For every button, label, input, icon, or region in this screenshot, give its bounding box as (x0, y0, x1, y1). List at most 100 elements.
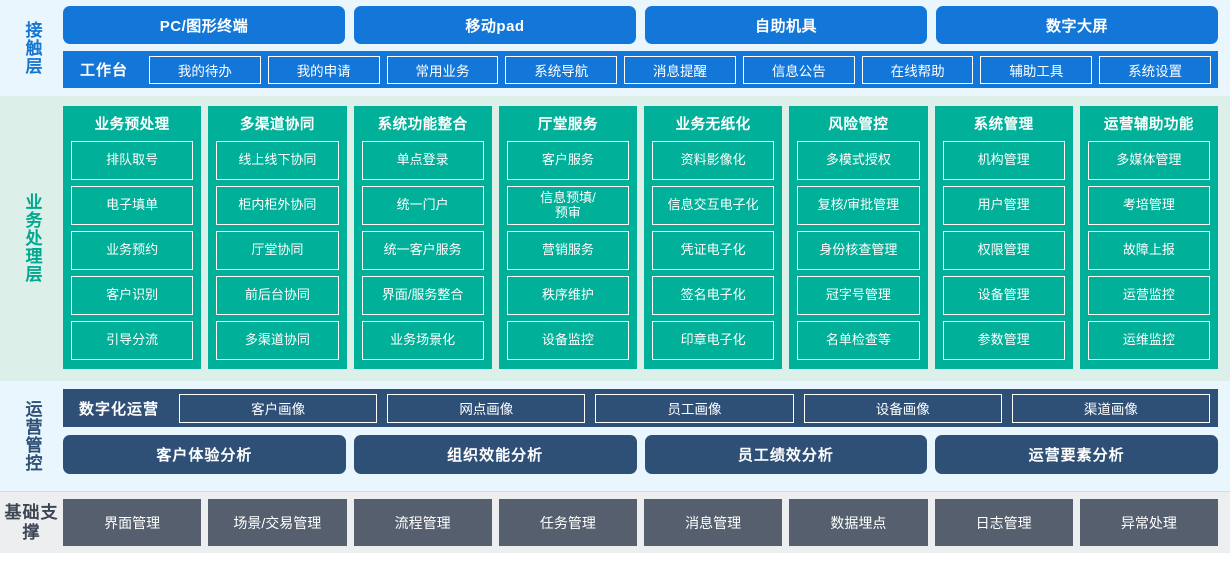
business-item[interactable]: 运营监控 (1087, 276, 1210, 315)
business-column-items: 单点登录 统一门户 统一客户服务 界面/服务整合 业务场景化 (361, 141, 484, 360)
foundation-layer-label: 基础支撑 (0, 499, 63, 546)
business-item[interactable]: 故障上报 (1087, 231, 1210, 270)
foundation-item-process-management[interactable]: 流程管理 (353, 499, 492, 546)
business-column-items: 排队取号 电子填单 业务预约 客户识别 引导分流 (71, 141, 194, 360)
contact-layer: 接触层 PC/图形终端 移动pad 自助机具 数字大屏 工作台 我的待办 我的申… (0, 0, 1230, 96)
foundation-item-message-management[interactable]: 消息管理 (644, 499, 783, 546)
contact-layer-body: PC/图形终端 移动pad 自助机具 数字大屏 工作台 我的待办 我的申请 常用… (63, 6, 1218, 90)
business-item[interactable]: 复核/审批管理 (797, 186, 920, 225)
digital-operations-row: 数字化运营 客户画像 网点画像 员工画像 设备画像 渠道画像 (63, 389, 1218, 427)
business-item[interactable]: 设备监控 (506, 321, 629, 360)
workbench-item-aux-tools[interactable]: 辅助工具 (980, 55, 1093, 84)
channel-tab-pc[interactable]: PC/图形终端 (63, 6, 345, 44)
business-item[interactable]: 信息预填/ 预审 (506, 186, 629, 225)
channel-tab-digital-screen[interactable]: 数字大屏 (936, 6, 1218, 44)
workbench-item-my-application[interactable]: 我的申请 (267, 55, 380, 84)
operations-layer-body: 数字化运营 客户画像 网点画像 员工画像 设备画像 渠道画像 客户体验分析 组织… (63, 389, 1218, 482)
business-item[interactable]: 信息交互电子化 (652, 186, 775, 225)
business-item[interactable]: 引导分流 (71, 321, 194, 360)
business-column-title: 业务无纸化 (675, 117, 751, 133)
business-item[interactable]: 客户识别 (71, 276, 194, 315)
analysis-org-efficiency[interactable]: 组织效能分析 (353, 435, 637, 474)
business-item[interactable]: 凭证电子化 (652, 231, 775, 270)
channel-tab-mobile-pad[interactable]: 移动pad (354, 6, 636, 44)
business-column-title: 厅堂服务 (537, 117, 598, 133)
business-column-preprocess: 业务预处理 排队取号 电子填单 业务预约 客户识别 引导分流 (63, 106, 202, 369)
business-column-items: 机构管理 用户管理 权限管理 设备管理 参数管理 (942, 141, 1065, 360)
foundation-item-exception-handling[interactable]: 异常处理 (1079, 499, 1218, 546)
business-item[interactable]: 印章电子化 (652, 321, 775, 360)
operations-layer-label: 运营管控 (0, 389, 63, 482)
business-item[interactable]: 考培管理 (1087, 186, 1210, 225)
business-item[interactable]: 统一门户 (361, 186, 484, 225)
workbench-bar: 工作台 我的待办 我的申请 常用业务 系统导航 消息提醒 信息公告 在线帮助 辅… (63, 51, 1218, 88)
business-layer-body: 业务预处理 排队取号 电子填单 业务预约 客户识别 引导分流 多渠道协同 线上线… (63, 106, 1218, 369)
business-column-items: 多媒体管理 考培管理 故障上报 运营监控 运维监控 (1087, 141, 1210, 360)
business-column-items: 资料影像化 信息交互电子化 凭证电子化 签名电子化 印章电子化 (652, 141, 775, 360)
analysis-operation-elements[interactable]: 运营要素分析 (935, 435, 1218, 474)
workbench-item-announcement[interactable]: 信息公告 (742, 55, 855, 84)
business-column-lobby-service: 厅堂服务 客户服务 信息预填/ 预审 营销服务 秩序维护 设备监控 (498, 106, 637, 369)
business-item[interactable]: 身份核查管理 (797, 231, 920, 270)
business-item[interactable]: 参数管理 (942, 321, 1065, 360)
portrait-channel[interactable]: 渠道画像 (1011, 393, 1211, 423)
workbench-item-my-todo[interactable]: 我的待办 (149, 55, 261, 84)
portrait-device[interactable]: 设备画像 (803, 393, 1002, 423)
business-item[interactable]: 前后台协同 (216, 276, 339, 315)
business-layer: 业务处理层 业务预处理 排队取号 电子填单 业务预约 客户识别 引导分流 多渠道… (0, 96, 1230, 381)
analysis-customer-experience[interactable]: 客户体验分析 (63, 435, 346, 474)
analysis-employee-performance[interactable]: 员工绩效分析 (644, 435, 928, 474)
portrait-employee[interactable]: 员工画像 (595, 393, 794, 423)
business-column-title: 运营辅助功能 (1103, 117, 1194, 133)
foundation-item-log-management[interactable]: 日志管理 (934, 499, 1073, 546)
business-column-title: 系统功能整合 (377, 117, 468, 133)
foundation-item-task-management[interactable]: 任务管理 (498, 499, 637, 546)
portrait-branch[interactable]: 网点画像 (387, 393, 586, 423)
business-column-ops-support: 运营辅助功能 多媒体管理 考培管理 故障上报 运营监控 运维监控 (1079, 106, 1218, 369)
foundation-layer: 基础支撑 界面管理 场景/交易管理 流程管理 任务管理 消息管理 数据埋点 日志… (0, 491, 1230, 553)
business-item[interactable]: 排队取号 (71, 141, 194, 180)
business-columns: 业务预处理 排队取号 电子填单 业务预约 客户识别 引导分流 多渠道协同 线上线… (63, 106, 1218, 369)
business-item[interactable]: 签名电子化 (652, 276, 775, 315)
foundation-row: 界面管理 场景/交易管理 流程管理 任务管理 消息管理 数据埋点 日志管理 异常… (63, 499, 1218, 546)
business-item[interactable]: 机构管理 (942, 141, 1065, 180)
business-item[interactable]: 线上线下协同 (216, 141, 339, 180)
business-item[interactable]: 多模式授权 (797, 141, 920, 180)
channel-tab-self-service[interactable]: 自助机具 (645, 6, 927, 44)
business-column-title: 风险管控 (828, 117, 889, 133)
business-item[interactable]: 名单检查等 (797, 321, 920, 360)
business-item[interactable]: 多媒体管理 (1087, 141, 1210, 180)
business-layer-label: 业务处理层 (0, 106, 63, 369)
workbench-item-common-business[interactable]: 常用业务 (386, 55, 499, 84)
business-item[interactable]: 秩序维护 (506, 276, 629, 315)
workbench-item-system-navigation[interactable]: 系统导航 (505, 55, 618, 84)
business-item[interactable]: 用户管理 (942, 186, 1065, 225)
business-item[interactable]: 业务预约 (71, 231, 194, 270)
business-item[interactable]: 界面/服务整合 (361, 276, 484, 315)
workbench-item-message-alert[interactable]: 消息提醒 (624, 55, 736, 84)
business-column-multichannel: 多渠道协同 线上线下协同 柜内柜外协同 厅堂协同 前后台协同 多渠道协同 (208, 106, 347, 369)
business-item[interactable]: 客户服务 (506, 141, 629, 180)
business-item[interactable]: 资料影像化 (652, 141, 775, 180)
business-item[interactable]: 运维监控 (1087, 321, 1210, 360)
business-item[interactable]: 柜内柜外协同 (216, 186, 339, 225)
business-item[interactable]: 厅堂协同 (216, 231, 339, 270)
foundation-item-data-tracking[interactable]: 数据埋点 (789, 499, 928, 546)
workbench-title: 工作台 (80, 62, 129, 79)
workbench-item-system-settings[interactable]: 系统设置 (1099, 55, 1212, 84)
business-item[interactable]: 冠字号管理 (797, 276, 920, 315)
business-item[interactable]: 权限管理 (942, 231, 1065, 270)
business-item[interactable]: 电子填单 (71, 186, 194, 225)
analysis-row: 客户体验分析 组织效能分析 员工绩效分析 运营要素分析 (63, 435, 1218, 474)
business-item[interactable]: 单点登录 (361, 141, 484, 180)
foundation-item-scene-transaction-management[interactable]: 场景/交易管理 (208, 499, 347, 546)
business-item[interactable]: 多渠道协同 (216, 321, 339, 360)
foundation-item-ui-management[interactable]: 界面管理 (63, 499, 202, 546)
portrait-customer[interactable]: 客户画像 (179, 393, 378, 423)
business-column-system-management: 系统管理 机构管理 用户管理 权限管理 设备管理 参数管理 (934, 106, 1073, 369)
business-item[interactable]: 统一客户服务 (361, 231, 484, 270)
workbench-item-online-help[interactable]: 在线帮助 (861, 55, 974, 84)
business-item[interactable]: 业务场景化 (361, 321, 484, 360)
business-item[interactable]: 营销服务 (506, 231, 629, 270)
business-item[interactable]: 设备管理 (942, 276, 1065, 315)
